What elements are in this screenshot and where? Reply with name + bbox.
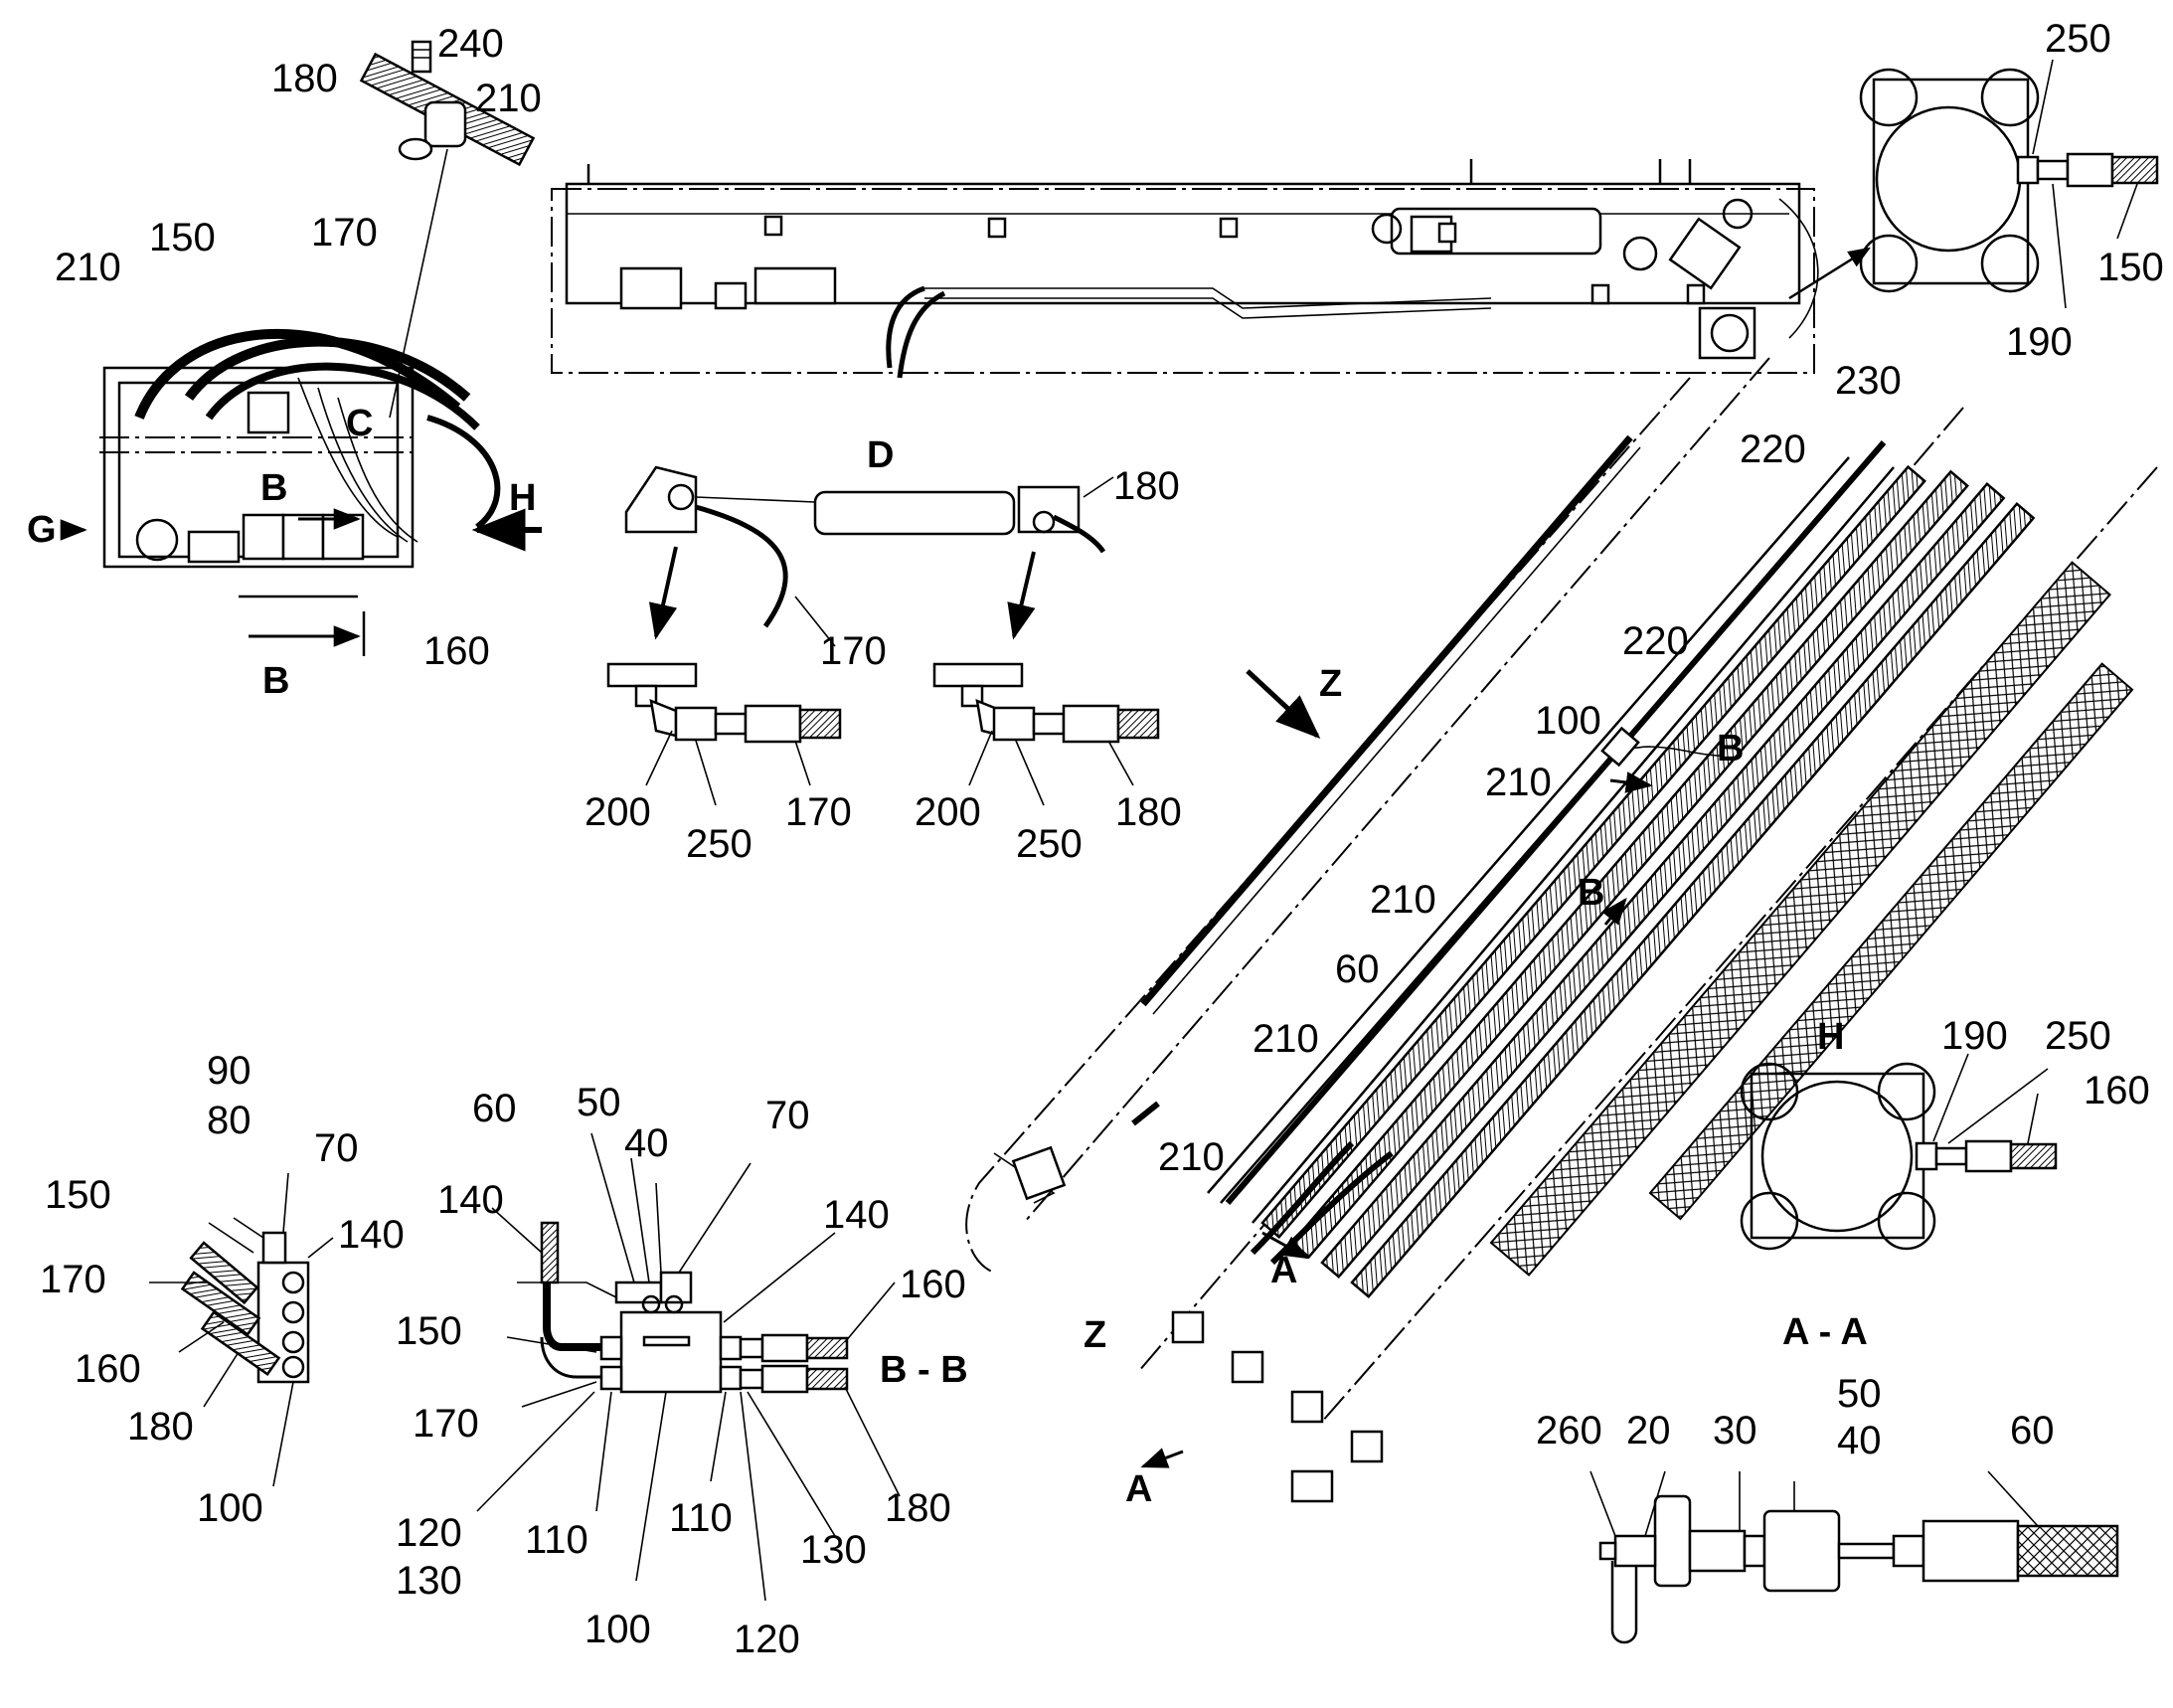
- callout-110: 110: [669, 1496, 733, 1540]
- callout-130: 130: [396, 1559, 462, 1603]
- callout-A: A: [1270, 1250, 1297, 1291]
- callout-80: 80: [207, 1099, 251, 1142]
- callout-250: 250: [2045, 17, 2111, 61]
- callout-180: 180: [885, 1486, 951, 1530]
- callout-180: 180: [1113, 464, 1180, 508]
- small-block-detail: [149, 1172, 334, 1487]
- callout-A: A: [1125, 1468, 1152, 1510]
- callout-140: 140: [338, 1213, 405, 1257]
- callout-B: B: [1717, 728, 1744, 769]
- callout-220: 220: [1740, 427, 1806, 471]
- callout-250: 250: [686, 822, 752, 866]
- callout-160: 160: [900, 1263, 966, 1306]
- callout-100: 100: [197, 1486, 263, 1530]
- callout-150: 150: [45, 1173, 111, 1217]
- callout-110: 110: [525, 1518, 588, 1562]
- callout-170: 170: [413, 1402, 479, 1446]
- boom-top-view: [551, 159, 1871, 379]
- callout-250: 250: [1016, 822, 1083, 866]
- fitting-detail-180: [932, 662, 1160, 806]
- callout-40: 40: [1837, 1419, 1882, 1462]
- callout-150: 150: [2097, 246, 2164, 289]
- flange-detail-h: [1740, 1053, 2058, 1251]
- callout-160: 160: [2084, 1069, 2150, 1112]
- callout-170: 170: [311, 211, 378, 255]
- callout-50: 50: [577, 1081, 621, 1124]
- callout-60: 60: [2010, 1409, 2055, 1452]
- callout-220: 220: [1622, 619, 1689, 663]
- callout-190: 190: [1941, 1014, 2008, 1058]
- callout-150: 150: [396, 1309, 462, 1353]
- callout-240: 240: [437, 22, 504, 66]
- callout-180: 180: [127, 1405, 194, 1449]
- fitting-detail-170: [606, 662, 842, 806]
- callout-200: 200: [585, 790, 651, 834]
- callout-70: 70: [765, 1094, 810, 1137]
- callout-210: 210: [1253, 1017, 1319, 1061]
- callout-210: 210: [1485, 761, 1552, 804]
- callout-Z: Z: [1084, 1314, 1106, 1356]
- flange-detail-top: [1859, 59, 2159, 309]
- callout-60: 60: [472, 1087, 517, 1130]
- callout-140: 140: [437, 1178, 504, 1222]
- callout-200: 200: [915, 790, 981, 834]
- callout-210: 210: [1370, 878, 1436, 922]
- callout-260: 260: [1536, 1409, 1602, 1452]
- callout-50: 50: [1837, 1372, 1882, 1416]
- callout-170: 170: [785, 790, 852, 834]
- clamp-detail: [359, 40, 536, 419]
- callout-100: 100: [1535, 699, 1601, 743]
- callout-230: 230: [1835, 359, 1902, 403]
- callout-30: 30: [1713, 1409, 1757, 1452]
- callout-180: 180: [271, 57, 338, 100]
- boom-base-fittings: [1171, 1310, 1384, 1503]
- callout-60: 60: [1335, 947, 1380, 991]
- callout-40: 40: [624, 1121, 669, 1165]
- cylinder-detail: [624, 465, 1114, 647]
- callout-labels: 240 180 210 210 150 170 C B G H 160 B D …: [27, 17, 2164, 1661]
- callout-B: B: [1578, 872, 1604, 914]
- callout-160: 160: [75, 1347, 141, 1391]
- callout-B: B: [262, 660, 289, 702]
- callout-190: 190: [2006, 320, 2073, 364]
- section-label-a-a: A - A: [1782, 1311, 1868, 1353]
- callout-180: 180: [1115, 790, 1182, 834]
- callout-Z: Z: [1319, 663, 1342, 705]
- callout-140: 140: [823, 1193, 890, 1237]
- callout-G: G: [27, 509, 57, 551]
- callout-210: 210: [1158, 1135, 1225, 1179]
- callout-H: H: [509, 477, 536, 519]
- section-label-b-b: B - B: [880, 1349, 968, 1391]
- callout-70: 70: [314, 1126, 359, 1170]
- callout-160: 160: [423, 629, 490, 673]
- callout-170: 170: [40, 1258, 106, 1301]
- callout-210: 210: [475, 77, 542, 120]
- callout-D: D: [867, 434, 894, 476]
- section-bb-detail: [476, 1132, 901, 1602]
- callout-150: 150: [149, 216, 216, 259]
- callout-100: 100: [585, 1608, 651, 1651]
- callout-210: 210: [55, 246, 121, 289]
- callout-130: 130: [800, 1528, 867, 1572]
- top-left-assembly: [60, 328, 542, 656]
- callout-120: 120: [734, 1618, 800, 1661]
- callout-120: 120: [396, 1511, 462, 1555]
- callout-90: 90: [207, 1049, 251, 1093]
- callout-20: 20: [1626, 1409, 1671, 1452]
- callout-C: C: [346, 403, 373, 444]
- boom-clamp-markers: [763, 215, 1706, 305]
- diagonal-boom: [965, 357, 2158, 1503]
- valve-detail: [1589, 1470, 2119, 1644]
- callout-H: H: [1817, 1016, 1844, 1058]
- callout-B: B: [260, 467, 287, 509]
- boom-hose-bundle: [1260, 464, 2134, 1299]
- callout-170: 170: [820, 629, 887, 673]
- callout-250: 250: [2045, 1014, 2111, 1058]
